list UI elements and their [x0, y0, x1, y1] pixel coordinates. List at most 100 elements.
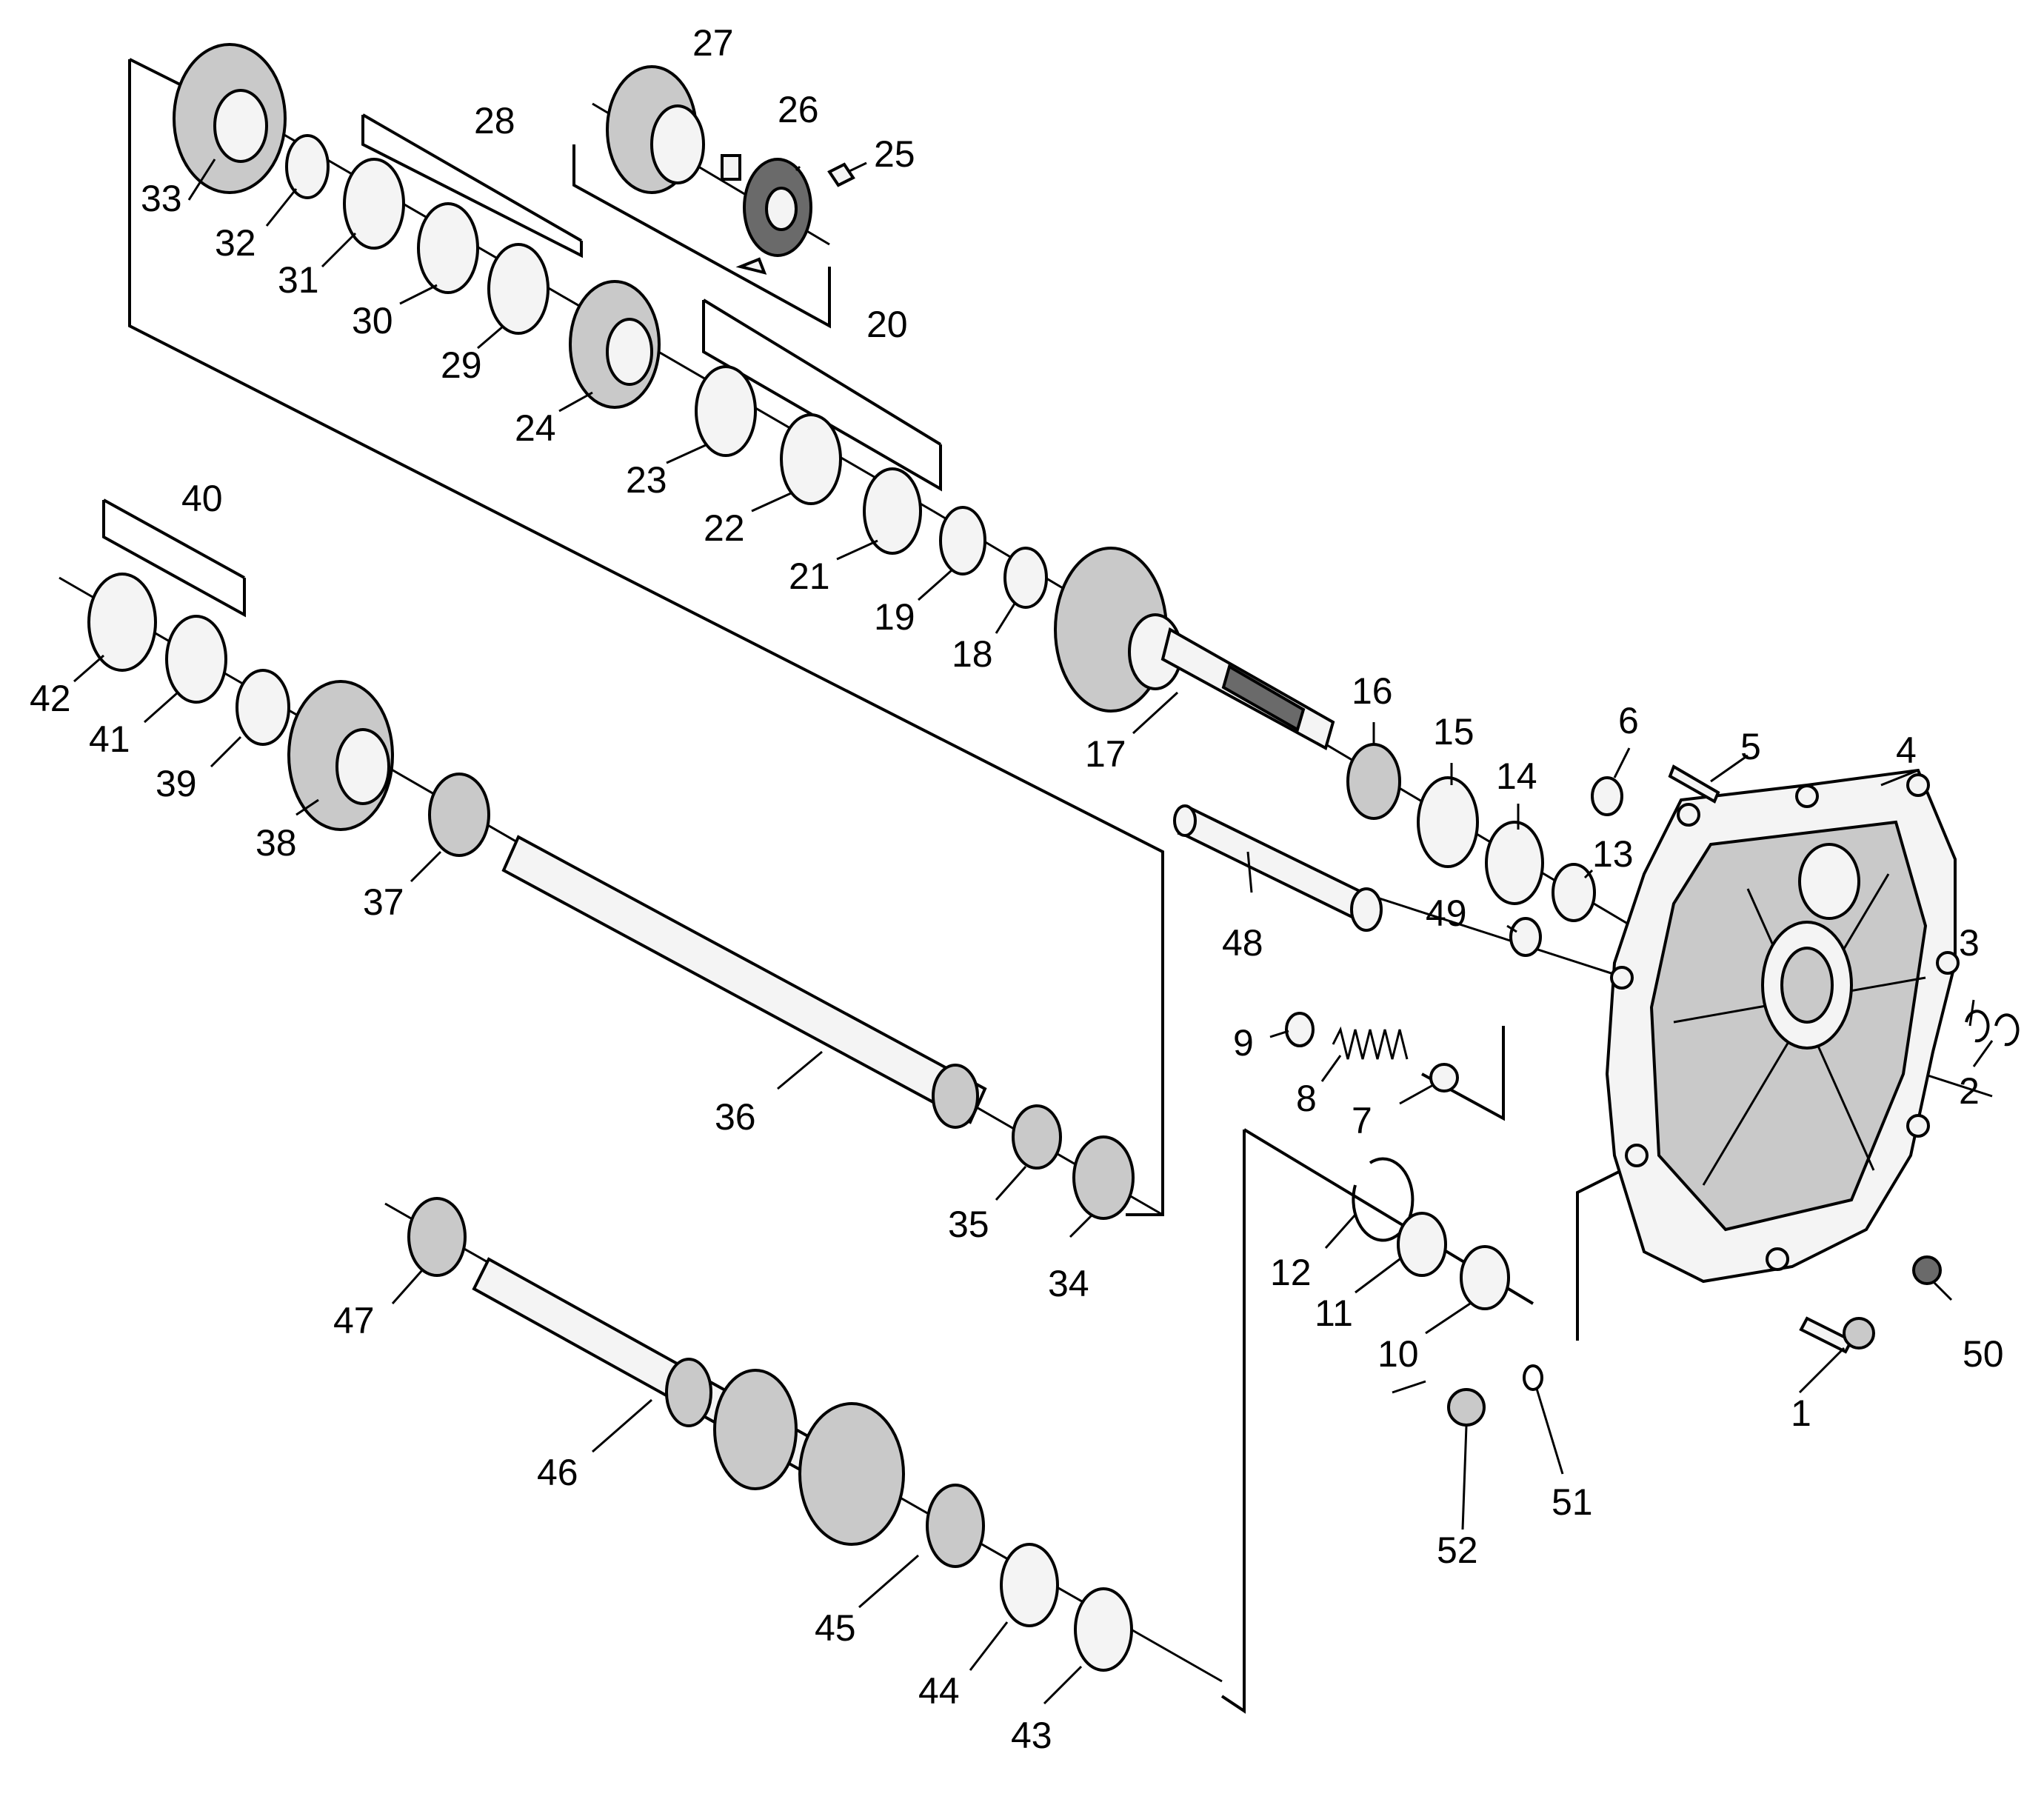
cup-15: [1417, 776, 1479, 868]
callout-21: 21: [789, 556, 830, 597]
shaft-48-collar: [1350, 887, 1383, 932]
callout-4: 4: [1896, 730, 1917, 771]
leader-9: [1269, 1030, 1289, 1038]
case-bolt-hole: [1677, 803, 1700, 827]
callout-31: 31: [278, 259, 319, 301]
callout-51: 51: [1552, 1481, 1593, 1523]
leader-8: [1320, 1055, 1342, 1082]
part-11: [1397, 1212, 1447, 1277]
callout-16: 16: [1352, 670, 1393, 712]
bolt-1-shank: [1799, 1316, 1854, 1354]
callout-34: 34: [1048, 1263, 1089, 1304]
callout-49: 49: [1426, 893, 1467, 934]
ring-41: [165, 615, 227, 704]
leader-18: [995, 603, 1016, 634]
callout-2: 2: [1959, 1070, 1980, 1112]
ring-22: [780, 413, 842, 505]
leader-39: [210, 735, 242, 768]
countershaft-gear-c: [798, 1402, 905, 1546]
ring-19: [939, 506, 986, 576]
leader-37: [410, 850, 442, 883]
callout-labels: 1 2 3 4 5 6 7 8 9 10 11 12 13 14 15 16 1…: [30, 22, 2004, 1756]
bracket-main-assembly: [128, 59, 1164, 1216]
leader-2: [1972, 1040, 1994, 1067]
leader-35: [995, 1166, 1027, 1201]
sleeve-27-inner: [650, 104, 705, 184]
key-25: [827, 162, 855, 187]
callout-5: 5: [1740, 726, 1761, 767]
cup-43: [1074, 1587, 1133, 1672]
leader-23: [666, 443, 708, 464]
leader-31: [321, 232, 357, 268]
gear-33-hub: [213, 89, 268, 163]
leader-22: [751, 491, 793, 513]
leader-5: [1710, 754, 1749, 783]
bolt-1-head: [1843, 1317, 1875, 1350]
leader-3: [1968, 999, 1975, 1027]
callout-46: 46: [537, 1452, 578, 1493]
leader-50: [1931, 1280, 1953, 1301]
callout-44: 44: [918, 1670, 960, 1712]
output-shaft-36-gear: [932, 1064, 979, 1129]
ring-29: [487, 243, 550, 335]
spring-8: [1332, 1026, 1409, 1060]
ring-32: [285, 134, 330, 199]
callout-14: 14: [1496, 755, 1537, 797]
dowel-49: [1509, 917, 1542, 957]
callout-28: 28: [474, 100, 515, 141]
plug-50: [1912, 1255, 1942, 1285]
leader-6: [1613, 747, 1631, 778]
leader-42: [73, 654, 104, 683]
leader-49: [1506, 924, 1517, 933]
shaft-48-end: [1173, 804, 1197, 837]
group-brackets: [102, 58, 1652, 1714]
callout-17: 17: [1085, 733, 1126, 775]
case-bolt-hole: [1936, 951, 1960, 975]
callout-18: 18: [952, 633, 993, 675]
callout-25: 25: [874, 133, 915, 175]
callout-33: 33: [141, 178, 182, 219]
gear-38-hub: [335, 728, 390, 805]
callout-20: 20: [866, 304, 908, 345]
input-shaft-splines: [1221, 664, 1306, 732]
leader-36: [777, 1050, 823, 1090]
callout-35: 35: [948, 1204, 989, 1245]
callout-48: 48: [1222, 922, 1263, 964]
bearing-16: [1346, 743, 1401, 820]
dowel-6: [1591, 776, 1623, 816]
ring-21: [863, 467, 922, 555]
clip-2: [1994, 1013, 2020, 1047]
callout-10: 10: [1377, 1333, 1419, 1375]
callout-15: 15: [1433, 711, 1474, 753]
reverse-group: [1352, 1157, 1510, 1310]
case-bolt-hole: [1795, 784, 1819, 808]
callout-40: 40: [181, 478, 223, 519]
ring-42: [87, 573, 157, 672]
seal-13: [1552, 863, 1596, 922]
key-25b: [735, 257, 767, 275]
leader-11: [1355, 1258, 1400, 1294]
bracket-28-top: [362, 113, 582, 242]
bearing-35: [1012, 1104, 1062, 1170]
leader-7: [1399, 1084, 1434, 1105]
callout-22: 22: [704, 507, 745, 549]
callout-13: 13: [1592, 833, 1634, 875]
callout-6: 6: [1618, 700, 1639, 741]
callout-24: 24: [515, 407, 556, 449]
transmission-case: [1605, 768, 1960, 1284]
case-bolt-hole: [1625, 1144, 1649, 1167]
callout-9: 9: [1233, 1022, 1254, 1064]
leader-34: [1069, 1213, 1094, 1238]
callout-37: 37: [363, 881, 404, 923]
callout-27: 27: [692, 22, 734, 64]
cup-44: [1000, 1543, 1059, 1627]
ring-39: [236, 669, 290, 746]
callout-47: 47: [333, 1300, 375, 1341]
output-shaft-group: [87, 573, 1135, 1220]
shim-14: [1485, 821, 1544, 905]
shaft-48-body: [1179, 805, 1372, 924]
leader-44: [969, 1621, 1009, 1671]
case-bearing-bore-inner: [1780, 947, 1834, 1024]
